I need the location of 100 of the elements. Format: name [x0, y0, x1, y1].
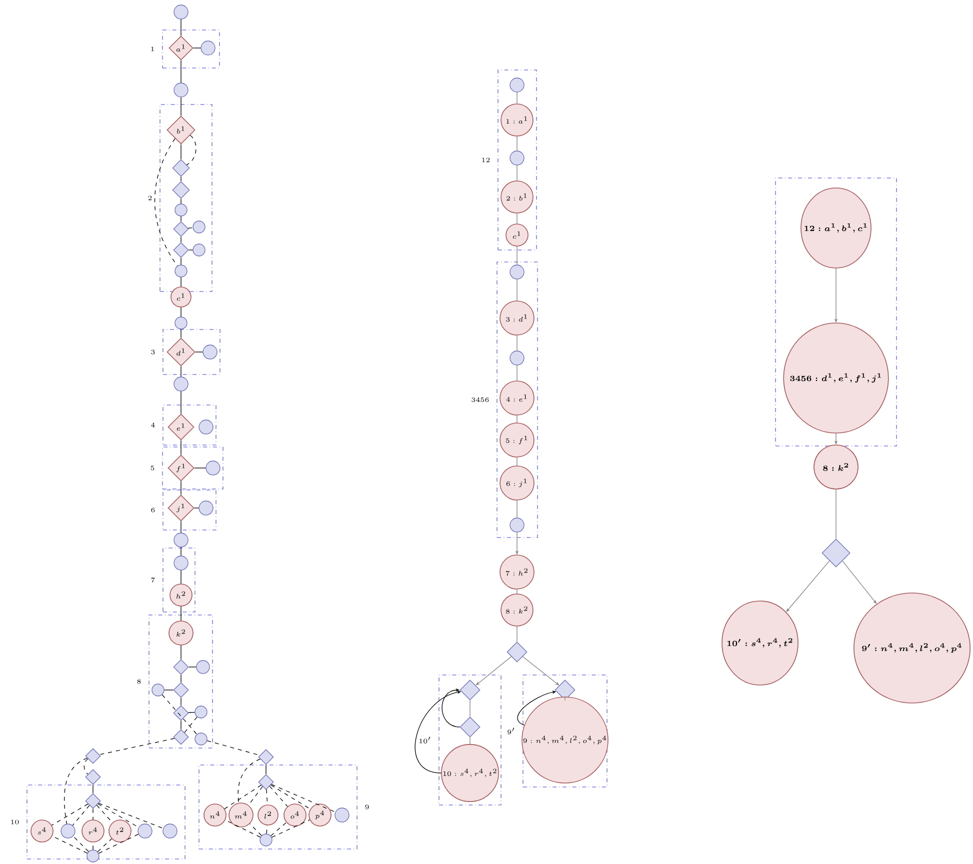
node-label: $10$: [11, 820, 19, 824]
connector: [224, 784, 262, 810]
node-label: $2$: [148, 196, 152, 200]
ellipse-node: $3456 : d^1, e^1, f^1, j^1$: [783, 322, 889, 434]
circle-node: $9 : n^4, m^4, l^2, o^4, p^4$: [522, 696, 608, 784]
connector: [180, 258, 182, 265]
circle-node: [194, 706, 208, 718]
connector: [516, 415, 518, 423]
connector: [180, 606, 182, 621]
diamond-node: $a^1$: [168, 36, 194, 60]
circle-node: $c^1$: [506, 224, 528, 246]
circle-node: [162, 824, 178, 838]
connector: [64, 758, 88, 824]
connector: [180, 60, 182, 83]
circle-node: [510, 78, 524, 92]
circle-node: [198, 500, 214, 516]
diamond-node: [506, 642, 528, 662]
connector: [180, 698, 182, 706]
circle-node: [510, 264, 524, 280]
node-label: $1$: [151, 46, 154, 52]
circle-node: $l^2$: [258, 804, 278, 826]
connector: [180, 198, 182, 204]
circle-node: [196, 660, 210, 674]
connector: [206, 740, 260, 756]
connector: [180, 176, 182, 182]
circle-node: [198, 420, 214, 434]
connector: [180, 440, 182, 455]
connector: [72, 804, 90, 826]
diamond-node: [173, 242, 189, 258]
connector: [248, 786, 263, 806]
circle-node: [192, 244, 206, 256]
node-label: $8$: [137, 679, 141, 684]
connector: [180, 277, 182, 287]
circle-node: [192, 220, 206, 234]
connector: [180, 19, 182, 36]
connector: [84, 758, 88, 774]
connector: [564, 696, 566, 701]
connector: [52, 804, 88, 826]
circle-node: [174, 82, 188, 98]
diamond-node: [173, 705, 189, 721]
node-label: $5$: [150, 466, 154, 470]
diamond-node: [172, 159, 190, 177]
circle-node: $t^2$: [108, 820, 132, 842]
circle-node: [174, 556, 188, 570]
connector: [188, 666, 196, 668]
connector: [516, 335, 518, 351]
group-box: [775, 178, 897, 446]
connector: [98, 834, 139, 854]
connector: [184, 716, 198, 733]
connector: [516, 213, 518, 224]
connector: [180, 97, 182, 116]
connector: [271, 784, 336, 812]
connector: [188, 227, 194, 229]
circle-node: [510, 518, 524, 532]
connector: [98, 804, 139, 828]
connector: [180, 236, 182, 242]
circle-node: $k^2$: [168, 620, 194, 646]
connector: [72, 836, 89, 852]
circle-node: $8 : k^2$: [500, 594, 534, 626]
ellipse-node: $12 : a^1, b^1, c^1$: [800, 188, 872, 268]
connector: [180, 547, 182, 556]
connector: [270, 784, 311, 810]
diamond-node: [173, 221, 189, 237]
diamond-node: [172, 181, 190, 199]
connector: [516, 92, 518, 104]
connector: [180, 216, 182, 222]
connector: [516, 365, 518, 381]
node-label: $4$: [151, 422, 155, 428]
connector: [516, 246, 518, 265]
node-label: $3456$: [472, 397, 489, 402]
circle-node: $6 : j^1$: [500, 466, 534, 500]
circle-node: $2 : b^1$: [500, 180, 534, 214]
connector: [186, 134, 196, 166]
circle-node: $m^4$: [228, 802, 254, 828]
connector: [180, 674, 182, 682]
circle-node: $s^4$: [30, 820, 54, 842]
circle-node: $n^4$: [204, 804, 226, 826]
circle-node: [138, 824, 152, 838]
connector: [162, 694, 198, 735]
circle-node: [194, 732, 208, 746]
connector: [180, 645, 182, 660]
circle-node: $1 : a^1$: [500, 104, 534, 136]
diamond-node: $e^1$: [168, 414, 194, 440]
node-label: $3$: [151, 350, 155, 354]
circle-node: $4 : e^1$: [500, 380, 534, 416]
circle-node: $h^2$: [170, 584, 192, 606]
diamond-node: [173, 729, 189, 745]
connector: [180, 144, 182, 160]
diamond-node: $j^1$: [168, 494, 194, 522]
diamond-node: [822, 538, 850, 568]
circle-node: $p^4$: [308, 804, 332, 826]
connector: [188, 712, 196, 713]
connector: [516, 165, 518, 181]
connector: [180, 720, 182, 730]
diamond-node: $f^1$: [168, 454, 194, 482]
circle-node: $3 : d^1$: [500, 300, 534, 336]
diamond-node: [173, 682, 189, 698]
connector: [442, 688, 460, 728]
circle-node: [60, 824, 76, 838]
connector: [270, 822, 287, 836]
